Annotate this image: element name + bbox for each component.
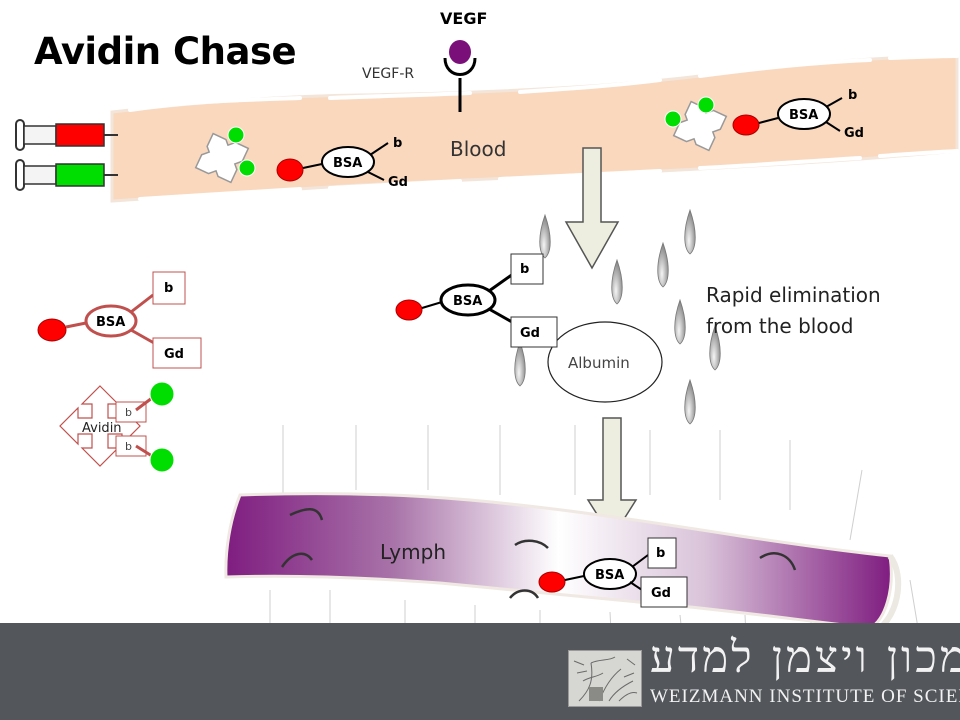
legend-avidin-b-bottom: b: [125, 440, 132, 453]
b-label-lymph: b: [656, 546, 665, 561]
bsa-construct-vessel-right: [732, 97, 843, 136]
legend-gd-label: Gd: [164, 347, 184, 362]
gd-label-lymph: Gd: [651, 586, 671, 601]
page-title: Avidin Chase: [34, 30, 297, 73]
elimination-line-1: Rapid elimination: [706, 283, 881, 307]
drops: [514, 208, 721, 425]
b-label-center: b: [520, 262, 529, 277]
bsa-construct-vessel-left: [276, 142, 389, 182]
syringe-red-icon: [15, 119, 118, 151]
elimination-line-2: from the blood: [706, 314, 854, 338]
gd-label-vessel-left: Gd: [388, 175, 408, 190]
albumin-ellipse: [547, 321, 663, 403]
footer-bar: [0, 623, 960, 720]
b-label-vessel-left: b: [393, 136, 402, 151]
lymph-label: Lymph: [380, 540, 446, 564]
b-label-vessel-right: b: [848, 88, 857, 103]
weizmann-logo-icon: [568, 650, 642, 707]
legend-bsa-construct: [37, 271, 202, 369]
avidin-complex-vessel-right: [664, 96, 728, 152]
syringe-green-icon: [15, 159, 118, 191]
bsa-construct-lymph: [538, 537, 688, 608]
bsa-label-lymph: BSA: [595, 568, 624, 583]
vegf-label: VEGF: [440, 9, 487, 28]
bsa-label-center: BSA: [453, 294, 482, 309]
institute-name: WEIZMANN INSTITUTE OF SCIENCE: [650, 686, 960, 707]
legend-avidin-b-top: b: [125, 406, 132, 419]
hebrew-institute-name: מכון ויצמן למדע: [650, 632, 960, 683]
bsa-label-vessel-left: BSA: [333, 156, 362, 171]
blood-label: Blood: [450, 137, 506, 161]
legend-b-label: b: [164, 281, 173, 296]
bsa-construct-center: [395, 253, 558, 348]
legend-avidin-icon: [59, 381, 175, 473]
legend-bsa-label: BSA: [96, 315, 125, 330]
bsa-label-vessel-right: BSA: [789, 108, 818, 123]
gd-label-center: Gd: [520, 326, 540, 341]
albumin-label: Albumin: [568, 354, 630, 372]
avidin-complex-vessel-left: [194, 126, 256, 184]
lymph-vessel: [224, 492, 902, 638]
down-arrow-blood-icon: [564, 147, 620, 270]
vegf-r-label: VEGF-R: [362, 66, 414, 82]
gd-label-vessel-right: Gd: [844, 126, 864, 141]
vegf-receptor-icon: [443, 40, 477, 112]
legend-avidin-label: Avidin: [82, 421, 122, 436]
